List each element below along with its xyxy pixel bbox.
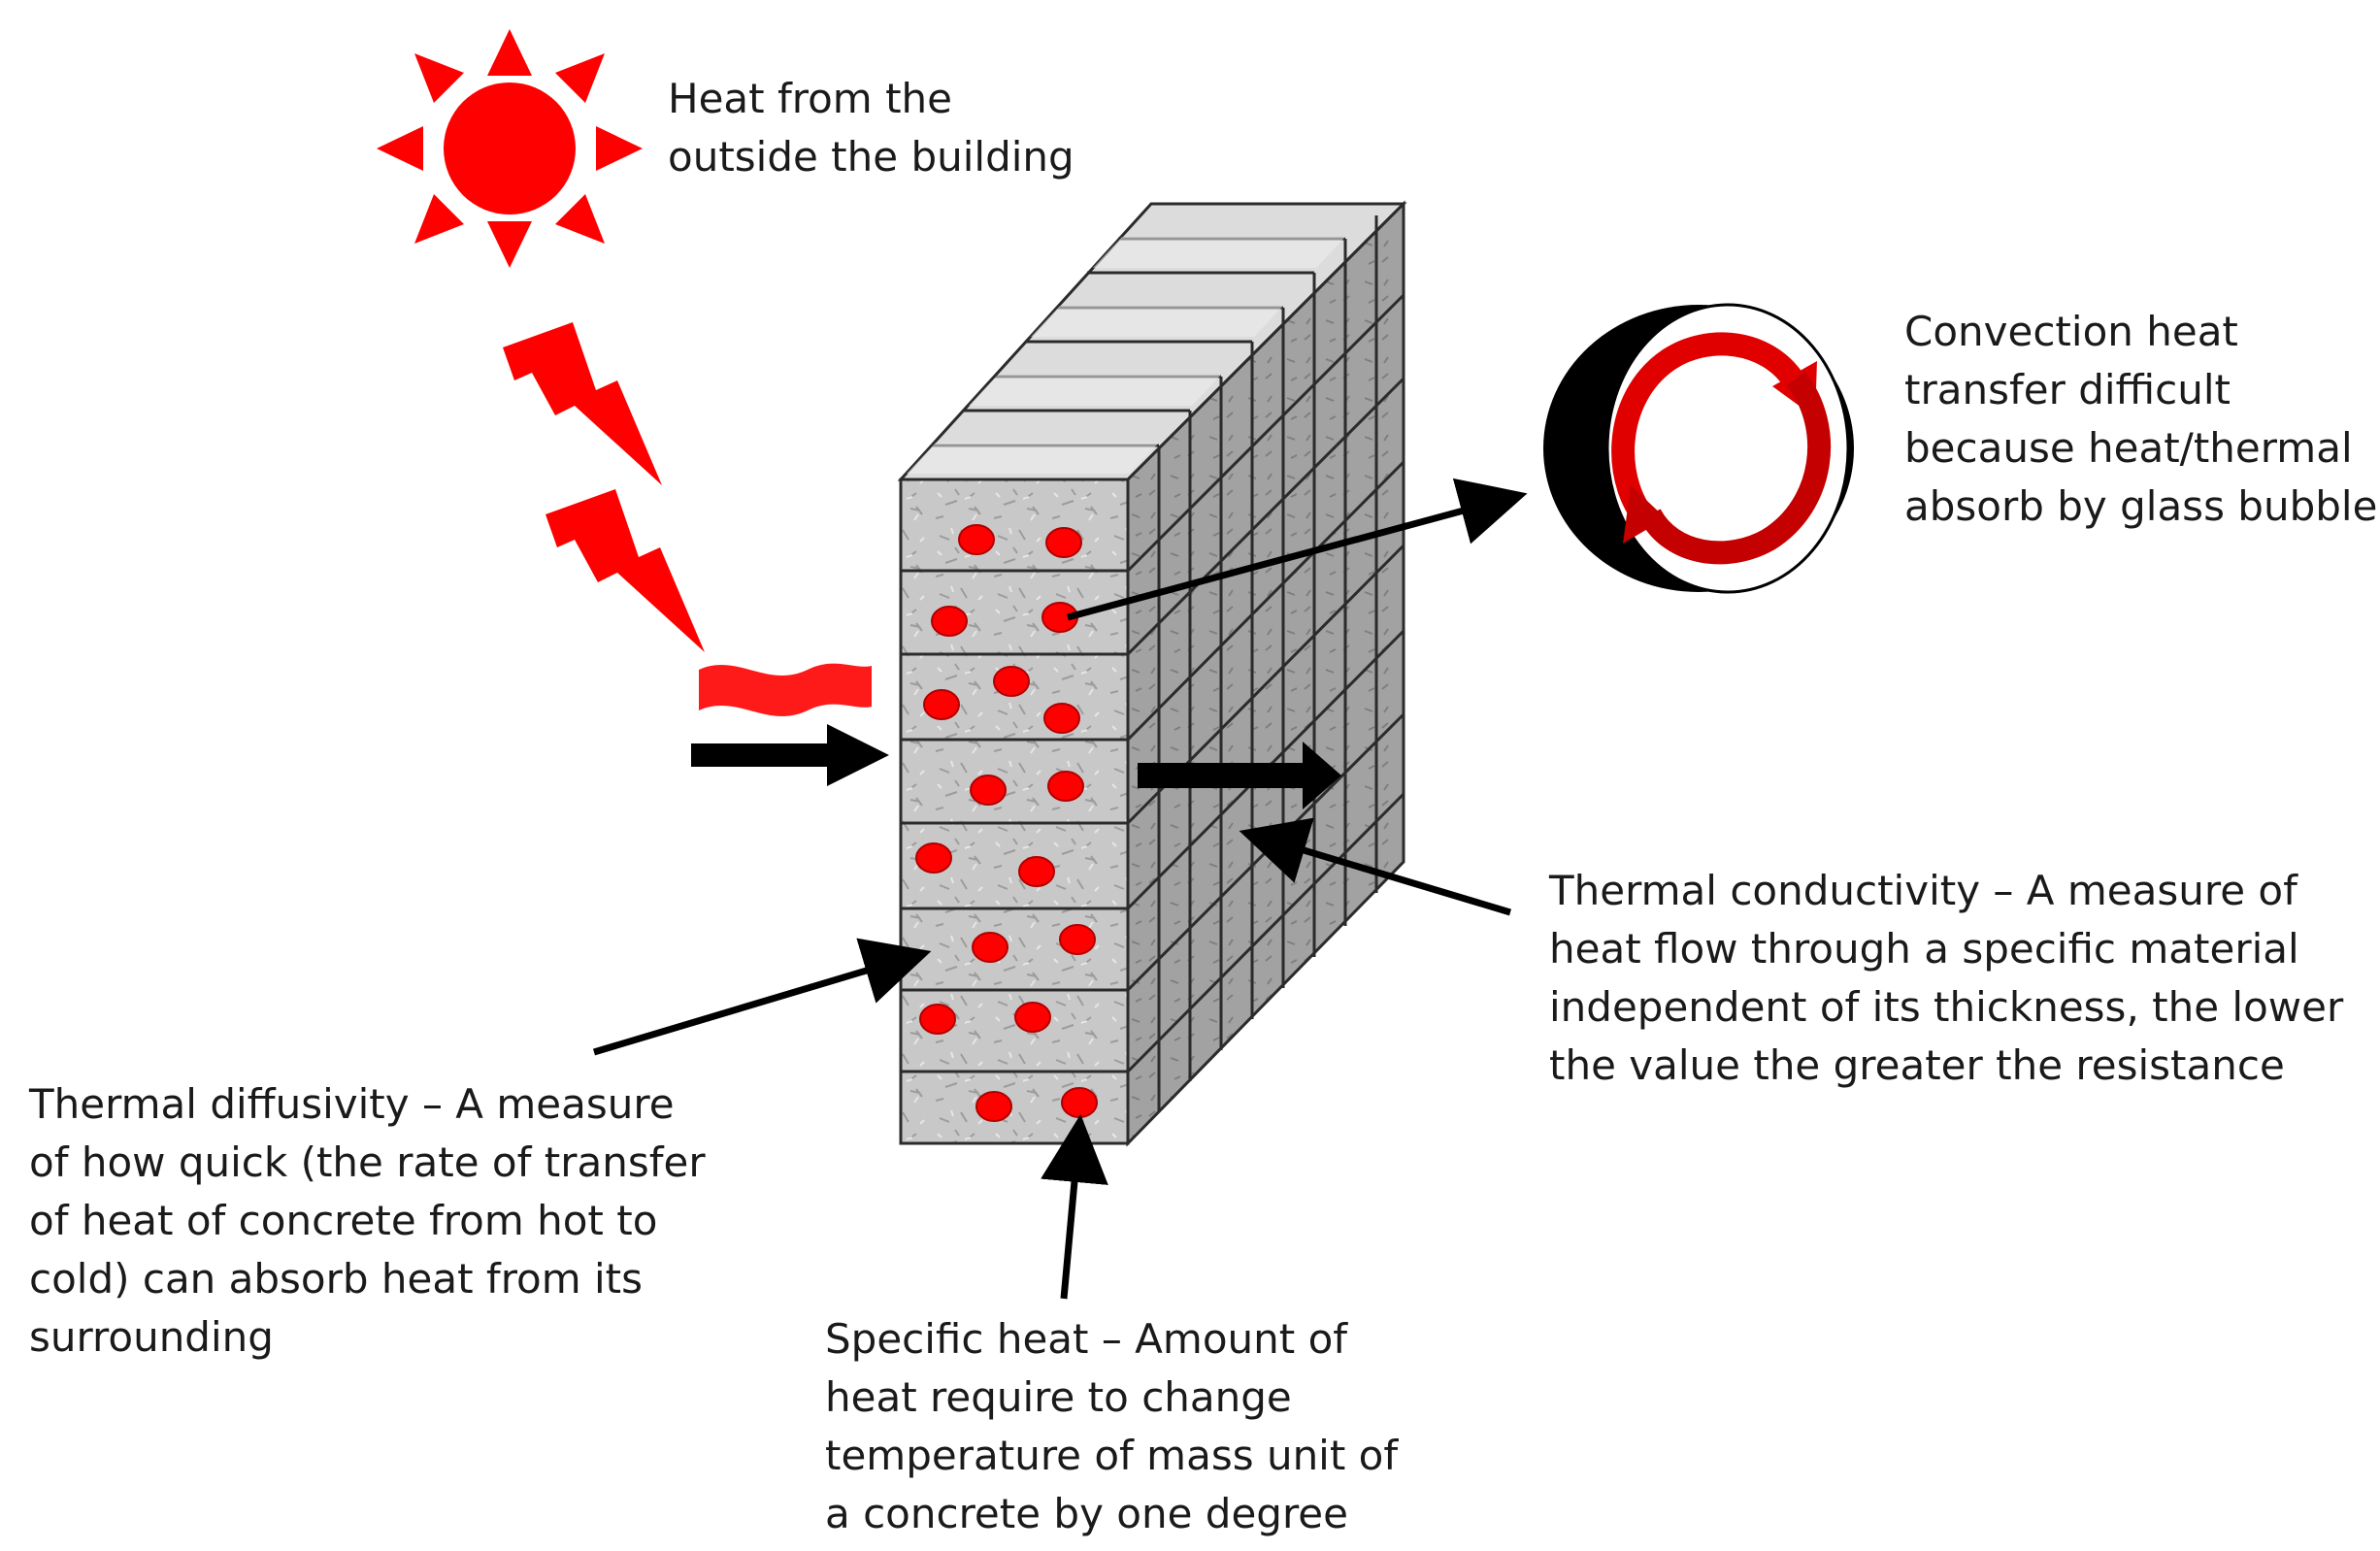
thermal-diffusivity-label: Thermal diffusivity – A measure of how q… [29,1075,706,1367]
label-line: of heat of concrete from hot to [29,1197,658,1244]
label-line: a concrete by one degree [825,1490,1348,1537]
label-line: the value the greater the resistance [1549,1041,2285,1089]
label-line: Convection heat [1904,308,2238,355]
label-line: Thermal conductivity – A measure of [1549,867,2297,914]
concrete-wall-block [897,200,1407,1147]
pointer-diffusivity-arrow [592,938,932,1056]
heat-wave-icon [699,663,872,716]
label-line: Heat from the [668,75,952,122]
label-line: outside the building [668,133,1074,181]
label-line: absorb by glass bubble [1904,482,2378,530]
convection-label: Convection heat transfer difficult becau… [1904,303,2377,536]
label-line: independent of its thickness, the lower [1549,983,2344,1031]
specific-heat-label: Specific heat – Amount of heat require t… [825,1310,1398,1543]
convection-cycle-icon [1543,303,1854,594]
label-line: heat require to change [825,1373,1292,1421]
label-line: cold) can absorb heat from its [29,1255,644,1303]
label-line: Specific heat – Amount of [825,1315,1348,1363]
thermal-conductivity-label: Thermal conductivity – A measure of heat… [1549,862,2343,1095]
pointer-convection-arrow [1067,478,1528,621]
heat-flow-out-arrow [1138,742,1341,809]
heat-outside-label: Heat from the outside the building [668,70,1074,186]
glass-bubble-icon [915,524,1098,1122]
label-line: of how quick (the rate of transfer [29,1138,706,1186]
pointer-specific-heat-arrow [1041,1114,1108,1300]
label-line: heat flow through a specific material [1549,925,2299,973]
lightning-bolt-icon [503,322,705,652]
label-line: temperature of mass unit of [825,1432,1399,1479]
label-line: surrounding [29,1313,274,1361]
label-line: transfer difficult [1904,366,2231,413]
label-line: Thermal diffusivity – A measure [29,1080,675,1128]
sun-icon [377,29,643,268]
pointer-conductivity-arrow [1239,817,1512,916]
label-line: because heat/thermal [1904,424,2353,472]
heat-flow-in-arrow [691,724,889,786]
